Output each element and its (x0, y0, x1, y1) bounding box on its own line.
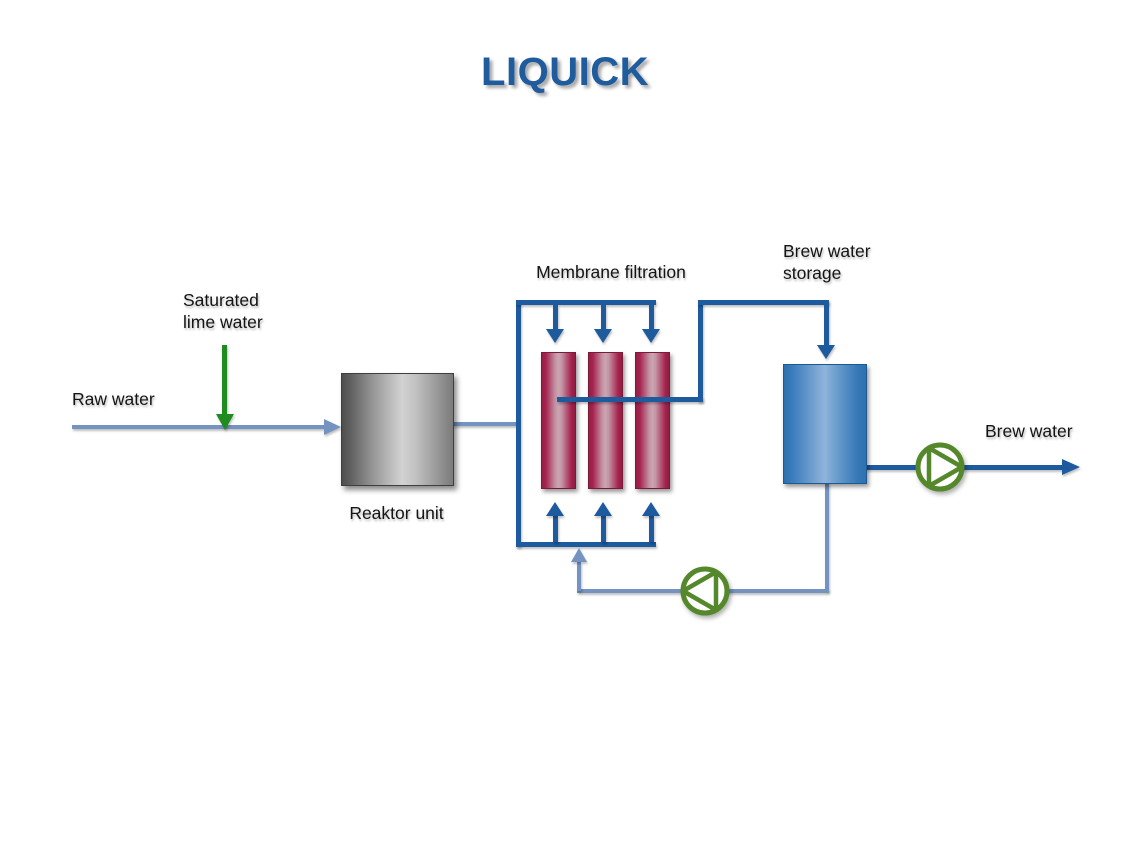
page-title: LIQUICK (481, 50, 649, 94)
lime-water-pipe (222, 345, 227, 415)
brew-water-label: Brew water (985, 421, 1073, 441)
bottom-manifold-pipe (516, 542, 656, 547)
raw-water-label: Raw water (72, 389, 155, 409)
top-manifold-pipe (516, 300, 656, 305)
recirc-arrowhead-icon (571, 548, 587, 562)
lime-water-arrowhead-icon (216, 414, 234, 430)
saturated-lime-water-label: Saturated lime water (183, 290, 263, 332)
bottom-riser-pipe (553, 516, 558, 542)
top-drop-pipe (601, 305, 606, 330)
bottom-riser-pipe (601, 516, 606, 542)
up-arrowhead-icon (642, 502, 660, 516)
membrane-module-shape (635, 352, 670, 489)
reactor-unit-label: Reaktor unit (349, 503, 444, 523)
down-arrowhead-icon (642, 329, 660, 343)
membrane-filtration-label: Membrane filtration (536, 262, 686, 282)
permeate-pipe (557, 397, 703, 402)
recirculation-pump-icon (680, 566, 730, 616)
down-arrowhead-icon (546, 329, 564, 343)
up-arrowhead-icon (594, 502, 612, 516)
bottom-riser-pipe (649, 516, 654, 542)
permeate-riser-pipe (698, 300, 703, 402)
up-arrowhead-icon (546, 502, 564, 516)
membrane-module-shape (588, 352, 623, 489)
raw-water-pipe (72, 425, 324, 429)
top-drop-pipe (649, 305, 654, 330)
reactor-unit-shape (341, 373, 454, 486)
membrane-feed-vertical-pipe (516, 300, 521, 547)
transfer-pipe (698, 300, 829, 305)
raw-water-arrowhead-icon (324, 419, 341, 435)
tank-inlet-arrowhead-icon (817, 345, 835, 359)
storage-tank-shape (783, 364, 867, 484)
down-arrowhead-icon (594, 329, 612, 343)
brew-water-storage-label: Brew water storage (783, 241, 871, 283)
brew-water-arrowhead-icon (1062, 459, 1080, 475)
outlet-pump-icon (915, 442, 965, 492)
reactor-outlet-pipe (452, 422, 518, 426)
recirc-down-pipe (825, 482, 829, 591)
top-drop-pipe (553, 305, 558, 330)
membrane-module-shape (541, 352, 576, 489)
recirc-riser-pipe (577, 562, 581, 591)
tank-inlet-pipe (824, 300, 829, 346)
